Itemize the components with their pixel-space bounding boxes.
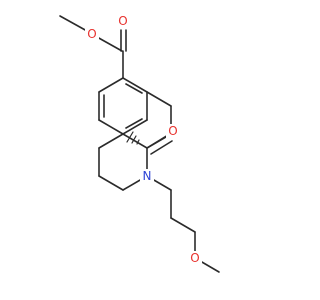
atom-o-ester-methoxy: O	[85, 27, 99, 41]
bond-methyl-oxygen	[59, 15, 88, 32]
bond-lactam-5	[98, 133, 124, 149]
atom-o-lactam: O	[166, 124, 180, 138]
svg-text:O: O	[87, 27, 96, 41]
molecule-canvas: O O O N O	[59, 14, 220, 273]
svg-text:N: N	[143, 169, 152, 183]
bond-sat-4	[122, 133, 148, 149]
bond-n-propyl-3	[170, 217, 196, 233]
bond-sat-1	[146, 91, 172, 107]
bond-aromatic-4	[98, 119, 124, 135]
bond-lactam-3	[98, 175, 124, 191]
bond-aromatic-3	[122, 119, 148, 135]
bond-aromatic-inner-1	[125, 83, 143, 94]
atom-o-methoxypropyl: O	[188, 251, 202, 265]
bond-lactam-carbonyl-b	[150, 140, 173, 155]
svg-text:O: O	[190, 251, 199, 265]
bond-oxygen-carbonyl-carbon	[96, 36, 123, 52]
atom-o-ester-carbonyl: O	[116, 14, 130, 28]
bond-aromatic-inner-2	[125, 118, 143, 129]
svg-text:O: O	[118, 14, 127, 28]
bond-aromatic-6	[98, 77, 124, 93]
svg-text:O: O	[168, 124, 177, 138]
bond-lactam-carbonyl-a	[146, 134, 169, 149]
stereo-hash-bond	[126, 131, 140, 145]
atom-n-lactam: N	[140, 169, 154, 183]
bond-aromatic-1	[122, 77, 148, 93]
molecule-structure: O O O N O	[59, 14, 220, 273]
